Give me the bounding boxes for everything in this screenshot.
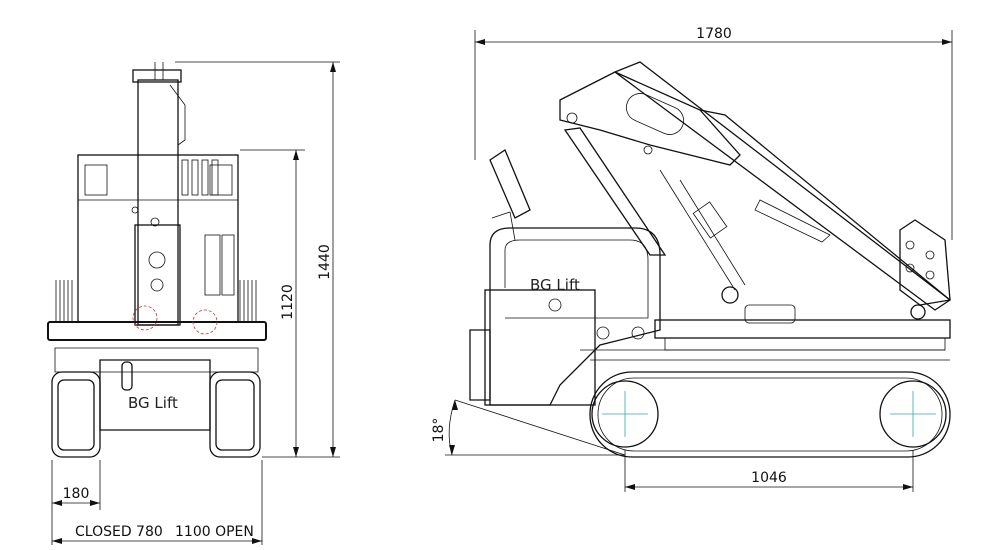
side-view: BG Lift — [469, 61, 952, 458]
left-track — [51, 371, 101, 458]
length-1780-label: 1780 — [696, 26, 732, 42]
track-width-label: 180 — [63, 486, 90, 502]
idler-wheel — [879, 380, 947, 448]
side-brand-label: BG Lift — [530, 276, 580, 294]
open-width-label: 1100 OPEN — [175, 524, 254, 540]
crawler-track — [589, 371, 951, 458]
front-brand-label: BG Lift — [128, 394, 178, 412]
approach-angle-label: 18° — [431, 418, 447, 443]
front-handle — [121, 361, 133, 391]
side-dimensions: 1780 1046 18° — [431, 26, 953, 492]
boom-arm — [563, 127, 667, 256]
front-dimensions: 1440 1120 180 CLOSED 780 1100 OPEN — [51, 61, 340, 545]
side-panel — [484, 289, 596, 406]
front-body — [77, 154, 239, 323]
engine-housing — [489, 227, 661, 406]
front-view: BG Lift — [47, 62, 267, 458]
jib-head — [899, 219, 951, 306]
front-mast — [137, 79, 179, 326]
track-length-label: 1046 — [751, 470, 787, 486]
boom-knuckle — [559, 71, 741, 166]
base-frame — [654, 319, 951, 339]
closed-width-label: CLOSED 780 — [75, 524, 163, 540]
height-1440-label: 1440 — [317, 244, 333, 280]
drive-wheel — [591, 380, 659, 448]
right-track — [209, 371, 261, 458]
height-1120-label: 1120 — [280, 284, 296, 320]
